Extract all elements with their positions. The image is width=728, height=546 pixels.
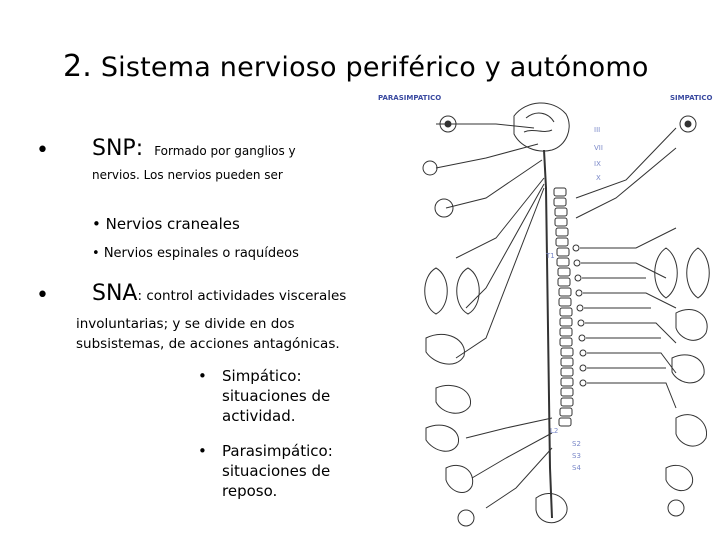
snp-item-text: Nervios espinales o raquídeos (103, 246, 299, 261)
page-title: 2. Sistema nervioso periférico y autónom… (63, 49, 649, 84)
segment-label-s4: S4 (572, 464, 581, 472)
sna-label: SNA (92, 281, 138, 306)
snp-item-bullet: • (92, 246, 100, 261)
snp-bullet: • (36, 138, 49, 163)
sna-heading: SNA: control actividades viscerales (92, 281, 346, 306)
snp-desc-line1: Formado por ganglios y (154, 144, 296, 158)
sna-desc-line2: involuntarias; y se divide en dos (76, 316, 295, 332)
snp-item-espinales: • Nervios espinales o raquídeos (92, 246, 299, 261)
snp-desc-line2: nervios. Los nervios pueden ser (92, 168, 283, 182)
autonomic-nervous-system-diagram: PARASIMPATICO SIMPATICO (378, 94, 712, 527)
sna-desc-line3: subsistemas, de acciones antagónicas. (76, 336, 340, 352)
snp-item-bullet: • (92, 215, 101, 233)
sna-item-line1: Simpático: (222, 367, 302, 385)
sna-item-line2: situaciones de (222, 387, 331, 405)
segment-label-l2: L2 (550, 427, 558, 435)
segment-label-s2: S2 (572, 440, 581, 448)
cranial-nerve-label: IX (594, 160, 601, 168)
snp-heading: SNP: Formado por ganglios y (92, 136, 296, 161)
sna-item-line3: reposo. (222, 482, 278, 500)
sna-bullet: • (36, 283, 49, 308)
diagram-label-parasimpatico: PARASIMPATICO (378, 94, 441, 102)
sna-item-bullet: • (198, 442, 207, 460)
sna-item-line2: situaciones de (222, 462, 331, 480)
cranial-nerve-label: X (596, 174, 601, 182)
sna-item-bullet: • (198, 367, 207, 385)
segment-label-t1: T1 (545, 252, 555, 260)
cranial-nerve-labels: III VII IX X (594, 126, 603, 182)
sna-item-line3: actividad. (222, 407, 296, 425)
sna-item-line1: Parasimpático: (222, 442, 333, 460)
sna-desc-line1: : control actividades viscerales (137, 288, 347, 304)
snp-label: SNP: (92, 136, 144, 161)
title-number: 2. (63, 49, 93, 84)
cranial-nerve-label: III (594, 126, 600, 134)
snp-item-text: Nervios craneales (105, 215, 240, 233)
segment-label-s3: S3 (572, 452, 581, 460)
cranial-nerve-label: VII (594, 144, 603, 152)
snp-item-craneales: • Nervios craneales (92, 215, 240, 233)
title-text: Sistema nervioso periférico y autónomo (100, 52, 649, 83)
diagram-label-simpatico: SIMPATICO (670, 94, 712, 102)
segment-labels: T1 L2 S2 S3 S4 (545, 252, 581, 472)
